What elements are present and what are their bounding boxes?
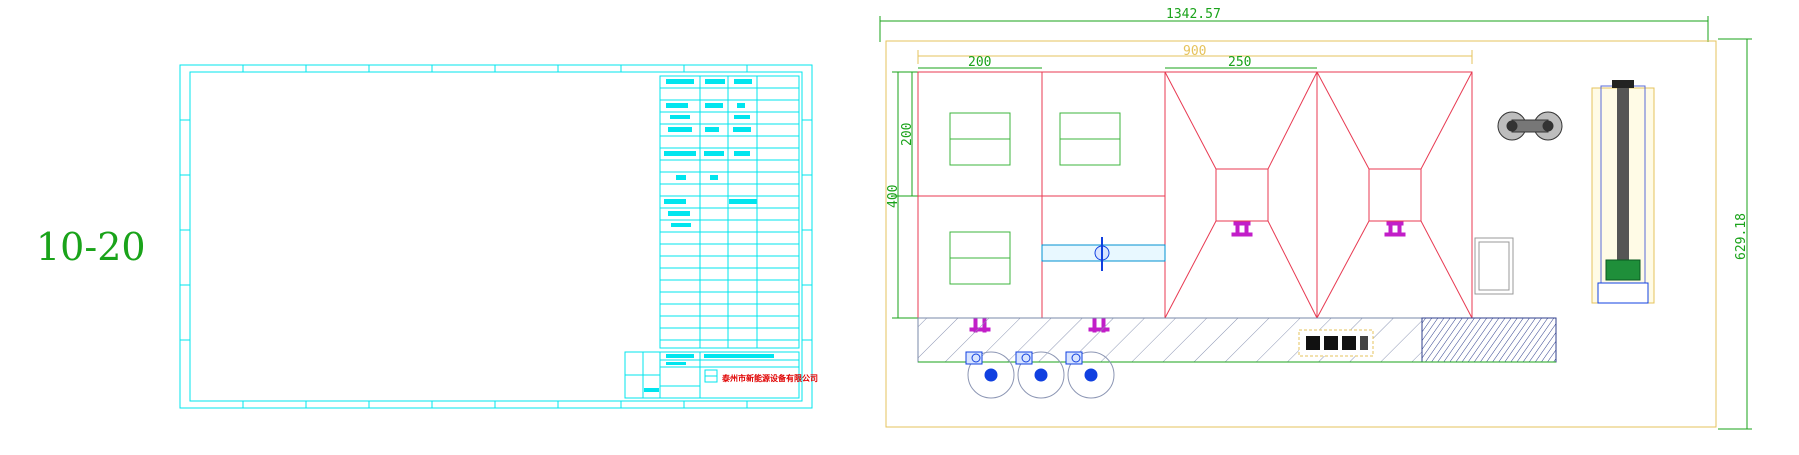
dimension-inner-width: 900 (1183, 44, 1206, 59)
site-boundary (885, 40, 1717, 428)
dimension-room-width: 200 (968, 55, 991, 70)
dimension-total-height: 400 (886, 185, 901, 208)
dryer-tower (1591, 80, 1655, 304)
dimension-room-height: 200 (900, 123, 915, 146)
dimension-900 (917, 50, 1473, 64)
small-cabinet (1474, 237, 1514, 295)
hopper-right (1316, 71, 1473, 319)
company-name: 泰州市新能源设备有限公司 (721, 373, 818, 383)
dimension-vertical (892, 71, 922, 319)
drawing-frame (179, 64, 813, 409)
revision-table (659, 75, 800, 349)
belt-conveyor (1041, 237, 1166, 271)
title-block (624, 351, 800, 399)
control-panel (1298, 329, 1374, 357)
dimension-hopper-width: 250 (1228, 55, 1251, 70)
pump-group (965, 351, 1115, 399)
gear-assembly (1497, 111, 1563, 141)
hopper-left (1164, 71, 1318, 319)
zone-ticks (180, 65, 812, 408)
dimension-overall-height: 629.18 (1734, 213, 1749, 260)
equipment-units (969, 221, 1406, 333)
foundation-strip (917, 317, 1557, 363)
dimension-overall-width: 1342.57 (1166, 7, 1221, 22)
building-outline (917, 71, 1473, 319)
revision-cells (664, 79, 757, 227)
overall-dimensions (879, 16, 1752, 430)
sheet-range-label: 10-20 (36, 225, 146, 269)
windows (949, 112, 1121, 285)
